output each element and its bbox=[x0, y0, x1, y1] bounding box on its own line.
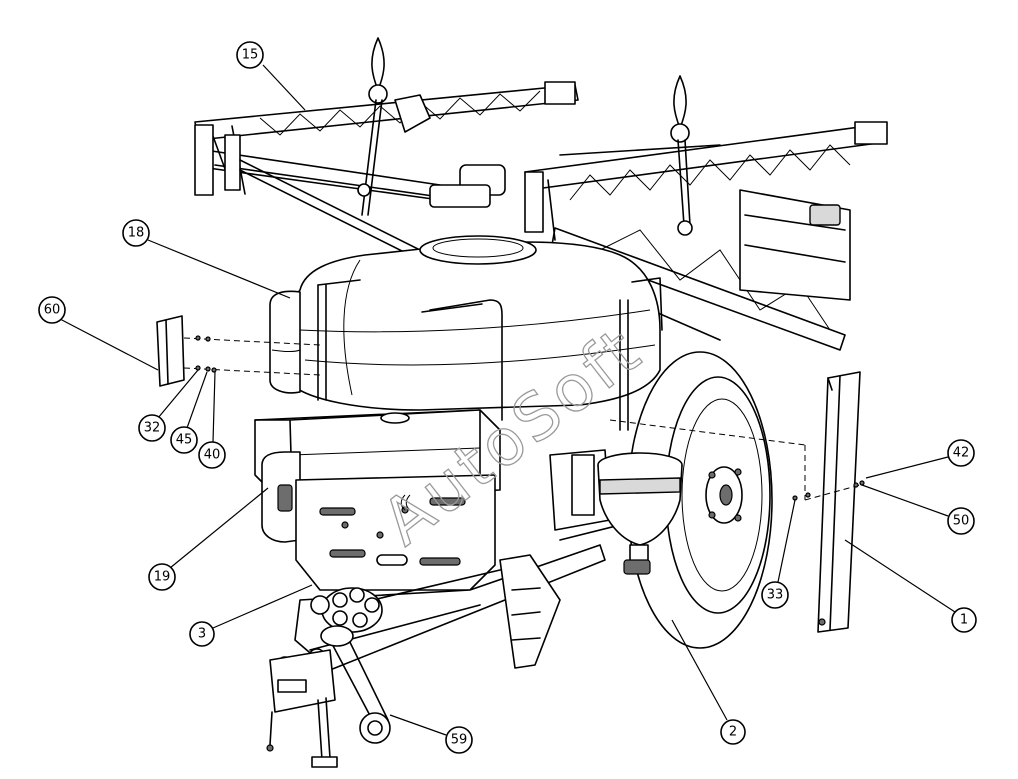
filter bbox=[571, 452, 683, 575]
part-60-plate bbox=[156, 315, 185, 387]
callout-15-label: 15 bbox=[242, 48, 259, 63]
rear-frame bbox=[429, 144, 721, 341]
callout-40: 40 bbox=[198, 371, 226, 469]
callout-19: 19 bbox=[148, 487, 269, 591]
hanger-left bbox=[357, 37, 431, 216]
callout-3: 3 bbox=[189, 584, 313, 647]
callout-33: 33 bbox=[761, 499, 796, 609]
boom-left bbox=[194, 81, 579, 271]
callout-33-label: 33 bbox=[767, 588, 784, 603]
callout-2: 2 bbox=[671, 619, 746, 745]
callout-18-label: 18 bbox=[128, 226, 145, 241]
tank-frame bbox=[317, 277, 663, 431]
callout-3-label: 3 bbox=[198, 627, 206, 642]
main-tank bbox=[269, 235, 661, 411]
callout-2-label: 2 bbox=[729, 725, 737, 740]
callout-42-label: 42 bbox=[953, 446, 970, 461]
callout-32-label: 32 bbox=[144, 421, 161, 436]
hitch bbox=[266, 649, 338, 768]
callouts: 15 18 60 32 45 40 bbox=[38, 41, 977, 754]
callout-59: 59 bbox=[389, 714, 473, 754]
side-bar bbox=[817, 371, 861, 633]
callout-60-label: 60 bbox=[44, 303, 61, 318]
callout-15: 15 bbox=[236, 41, 306, 111]
callout-40-label: 40 bbox=[204, 448, 221, 463]
callout-50: 50 bbox=[861, 484, 975, 535]
side-tank-left bbox=[261, 451, 301, 543]
callout-19-label: 19 bbox=[154, 570, 171, 585]
callout-45-label: 45 bbox=[176, 433, 193, 448]
callout-1-label: 1 bbox=[960, 613, 968, 628]
callout-42: 42 bbox=[865, 439, 975, 479]
callout-60: 60 bbox=[38, 296, 159, 371]
callout-50-label: 50 bbox=[953, 514, 970, 529]
hanger-right bbox=[670, 75, 693, 236]
callout-45: 45 bbox=[170, 371, 208, 454]
pto-shaft bbox=[320, 625, 391, 744]
front-plate bbox=[295, 474, 496, 591]
callout-32: 32 bbox=[138, 369, 199, 442]
callout-18: 18 bbox=[122, 219, 291, 299]
callout-59-label: 59 bbox=[451, 733, 468, 748]
callout-1: 1 bbox=[844, 539, 977, 633]
